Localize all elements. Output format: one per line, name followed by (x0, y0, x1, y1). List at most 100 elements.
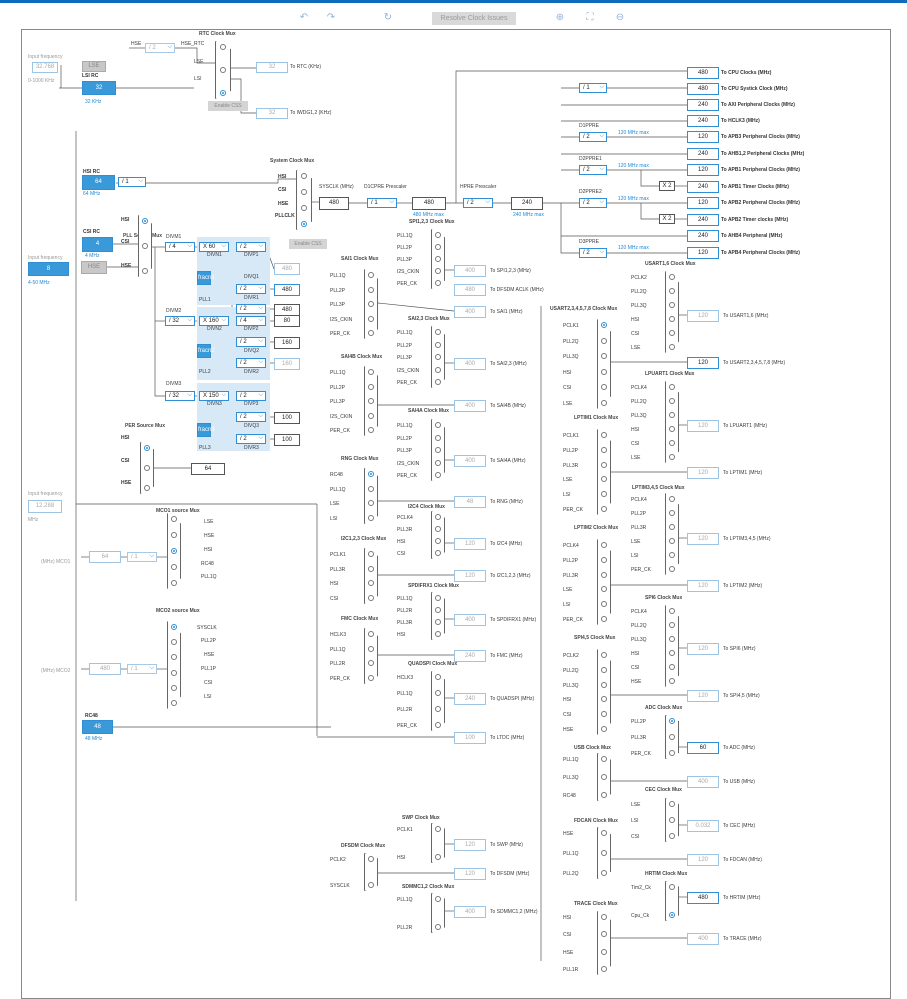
divp1-select[interactable]: / 2⌵ (236, 242, 266, 252)
mux-input-radio[interactable] (368, 286, 374, 293)
peripheral-output-field[interactable]: 400 (454, 400, 486, 412)
divn2-select[interactable]: X 160⌵ (199, 316, 229, 326)
enable-css-lse-button[interactable]: Enable CSS (208, 101, 248, 111)
mux-input-radio[interactable] (171, 580, 177, 586)
mux-input-radio[interactable] (669, 302, 675, 308)
peripheral-output-field[interactable]: 100 (454, 732, 486, 744)
mux-input-radio[interactable] (669, 833, 675, 839)
cpu-clock-field[interactable]: 480 (687, 67, 719, 79)
mux-input-radio[interactable] (601, 914, 607, 920)
mux-input-radio[interactable] (301, 189, 307, 195)
peripheral-output-field[interactable]: 400 (687, 933, 719, 945)
mux-input-radio[interactable] (669, 650, 675, 656)
mux-input-radio[interactable] (368, 595, 374, 601)
mux-input-radio[interactable] (368, 500, 374, 507)
divq3-select[interactable]: / 2⌵ (236, 434, 266, 444)
mux-input-radio[interactable] (435, 366, 441, 373)
mux-input-radio[interactable] (368, 675, 374, 681)
mux-input-radio[interactable] (368, 485, 374, 492)
mco1-output-field[interactable]: 64 (89, 551, 121, 563)
divn3-select[interactable]: X 150⌵ (199, 391, 229, 401)
hclk3-field[interactable]: 240 (687, 115, 719, 127)
mux-input-radio[interactable] (171, 669, 177, 676)
peripheral-output-field[interactable]: 120 (687, 420, 719, 432)
mux-input-radio[interactable] (368, 580, 374, 587)
peripheral-output-field[interactable]: 48 (454, 496, 486, 508)
mux-input-radio[interactable] (368, 330, 374, 336)
zoom-in-icon[interactable]: ⊕ (555, 12, 565, 23)
mux-input-radio[interactable] (368, 565, 374, 572)
mux-input-radio[interactable] (435, 434, 441, 441)
mco1-divider-select[interactable]: / 1⌵ (127, 552, 157, 562)
per-ck-output-field[interactable]: 64 (191, 463, 225, 475)
peripheral-output-field[interactable]: 0.032 (687, 820, 719, 832)
mux-input-radio[interactable] (171, 564, 177, 570)
mux-input-radio[interactable] (368, 856, 374, 862)
mux-input-radio[interactable] (220, 44, 226, 50)
mux-input-radio[interactable] (171, 700, 177, 706)
peripheral-output-field[interactable]: 120 (687, 854, 719, 866)
mux-input-radio[interactable] (368, 645, 374, 652)
mux-input-radio[interactable] (368, 369, 374, 375)
mux-input-radio[interactable] (601, 870, 607, 876)
mux-input-radio[interactable] (669, 510, 675, 516)
apb2-field[interactable]: 120 (687, 197, 719, 209)
hpre-output-field[interactable]: 240 (511, 197, 543, 210)
d1cpre-output-field[interactable]: 480 (412, 197, 446, 210)
mux-input-radio[interactable] (601, 384, 607, 391)
peripheral-output-field[interactable]: 60 (687, 742, 719, 754)
rtc-output-field[interactable]: 32 (256, 62, 288, 73)
peripheral-output-field[interactable]: 400 (454, 306, 486, 318)
i2s-input-frequency-field[interactable]: 12.288 (28, 500, 62, 513)
zoom-out-icon[interactable]: ⊖ (615, 12, 625, 23)
hse-oscillator[interactable]: HSE (81, 261, 107, 274)
peripheral-output-field[interactable]: 120 (687, 643, 719, 655)
iwdg-output-field[interactable]: 32 (256, 108, 288, 119)
mux-input-radio[interactable] (171, 624, 177, 630)
d2ppre1-select[interactable]: / 2⌵ (579, 165, 607, 175)
mux-input-radio[interactable] (669, 912, 675, 918)
mux-input-radio[interactable] (601, 756, 607, 762)
divm1-select[interactable]: / 4⌵ (165, 242, 195, 252)
mux-input-radio[interactable] (220, 90, 226, 96)
mux-input-radio[interactable] (435, 514, 441, 520)
mux-input-radio[interactable] (301, 205, 307, 211)
mux-input-radio[interactable] (171, 516, 177, 522)
mux-input-radio[interactable] (435, 722, 441, 728)
divp2-select[interactable]: / 4⌵ (236, 316, 266, 326)
mux-input-radio[interactable] (368, 515, 374, 521)
mux-input-radio[interactable] (601, 491, 607, 498)
mux-input-radio[interactable] (601, 792, 607, 798)
mux-input-radio[interactable] (435, 896, 441, 902)
mux-input-radio[interactable] (435, 256, 441, 262)
mux-input-radio[interactable] (301, 221, 307, 227)
mux-input-radio[interactable] (601, 400, 607, 406)
mux-input-radio[interactable] (601, 726, 607, 732)
peripheral-output-field[interactable]: 120 (687, 467, 719, 479)
divm2-select[interactable]: / 32⌵ (165, 316, 195, 326)
peripheral-output-field[interactable]: 120 (454, 839, 486, 851)
mux-input-radio[interactable] (435, 550, 441, 556)
mux-input-radio[interactable] (142, 218, 148, 224)
peripheral-output-field[interactable]: 120 (687, 310, 719, 322)
apb4-field[interactable]: 120 (687, 247, 719, 259)
redo-icon[interactable]: ↷ (326, 12, 336, 23)
mux-input-radio[interactable] (144, 485, 150, 491)
mux-input-radio[interactable] (601, 774, 607, 780)
d1ppre-select[interactable]: / 2⌵ (579, 132, 607, 142)
mux-input-radio[interactable] (435, 706, 441, 712)
divp3-select[interactable]: / 2⌵ (236, 391, 266, 401)
divr2-select[interactable]: / 2⌵ (236, 358, 266, 368)
mux-input-radio[interactable] (601, 616, 607, 622)
mux-input-radio[interactable] (601, 666, 607, 673)
mux-input-radio[interactable] (435, 538, 441, 544)
refresh-icon[interactable]: ↻ (383, 12, 393, 23)
mux-input-radio[interactable] (601, 353, 607, 360)
mux-input-radio[interactable] (669, 384, 675, 390)
peripheral-output-field[interactable]: 120 (687, 690, 719, 702)
peripheral-output-field[interactable]: 400 (454, 455, 486, 467)
mux-input-radio[interactable] (368, 398, 374, 404)
mux-input-radio[interactable] (435, 232, 441, 238)
pll3p-output-field[interactable]: 100 (274, 412, 300, 424)
mux-input-radio[interactable] (669, 524, 675, 530)
